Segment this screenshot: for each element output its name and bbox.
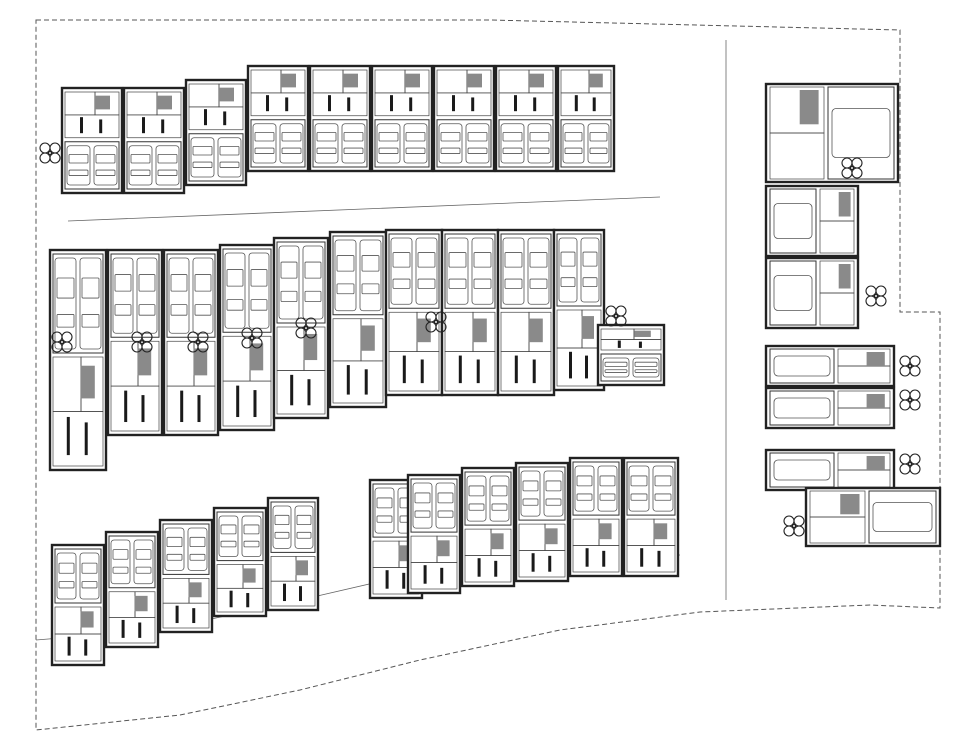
tree-2 bbox=[51, 331, 73, 353]
tree-8 bbox=[605, 305, 627, 327]
unit-lot-4 bbox=[246, 64, 310, 173]
unit-lot-10 bbox=[48, 248, 108, 472]
unit-lot-2 bbox=[122, 86, 186, 195]
unit-lot-29 bbox=[514, 461, 570, 583]
unit-lot-34 bbox=[764, 256, 860, 330]
unit-lot-19 bbox=[552, 228, 606, 392]
tree-3 bbox=[131, 331, 153, 353]
tree-14 bbox=[783, 515, 805, 537]
unit-lot-3 bbox=[184, 78, 248, 187]
unit-lot-35 bbox=[764, 344, 896, 388]
tree-4 bbox=[187, 331, 209, 353]
unit-lot-12 bbox=[162, 248, 220, 437]
unit-lot-18 bbox=[496, 228, 556, 397]
unit-lot-28 bbox=[460, 466, 516, 588]
unit-lot-27 bbox=[406, 473, 462, 595]
unit-lot-8 bbox=[494, 64, 558, 173]
unit-lot-31 bbox=[622, 456, 680, 578]
unit-lot-25 bbox=[266, 496, 320, 612]
tree-13 bbox=[899, 453, 921, 475]
unit-lot-33 bbox=[764, 184, 860, 258]
unit-lot-23 bbox=[158, 518, 214, 634]
unit-lot-37 bbox=[764, 448, 896, 492]
unit-lot-30 bbox=[568, 456, 624, 578]
tree-1 bbox=[39, 142, 61, 164]
unit-lot-22 bbox=[104, 530, 160, 649]
unit-lot-1 bbox=[60, 86, 124, 195]
tree-5 bbox=[241, 327, 263, 349]
trees-layer bbox=[39, 142, 921, 537]
tree-11 bbox=[899, 355, 921, 377]
unit-lot-15 bbox=[328, 230, 388, 409]
unit-lot-6 bbox=[370, 64, 434, 173]
tree-10 bbox=[865, 285, 887, 307]
drive-line-top bbox=[67, 196, 661, 222]
unit-lot-38 bbox=[804, 486, 942, 548]
unit-lot-20 bbox=[596, 323, 666, 387]
unit-lot-7 bbox=[432, 64, 496, 173]
unit-lot-24 bbox=[212, 506, 268, 618]
tree-6 bbox=[295, 317, 317, 339]
unit-lot-5 bbox=[308, 64, 372, 173]
tree-12 bbox=[899, 389, 921, 411]
unit-lot-32 bbox=[764, 82, 900, 184]
site-boundary bbox=[35, 19, 941, 731]
tree-9 bbox=[841, 157, 863, 179]
unit-lot-21 bbox=[50, 543, 106, 667]
unit-lot-9 bbox=[556, 64, 616, 173]
unit-lots-layer bbox=[48, 64, 942, 667]
tree-7 bbox=[425, 311, 447, 333]
unit-lot-36 bbox=[764, 386, 896, 430]
unit-lot-17 bbox=[440, 228, 500, 397]
